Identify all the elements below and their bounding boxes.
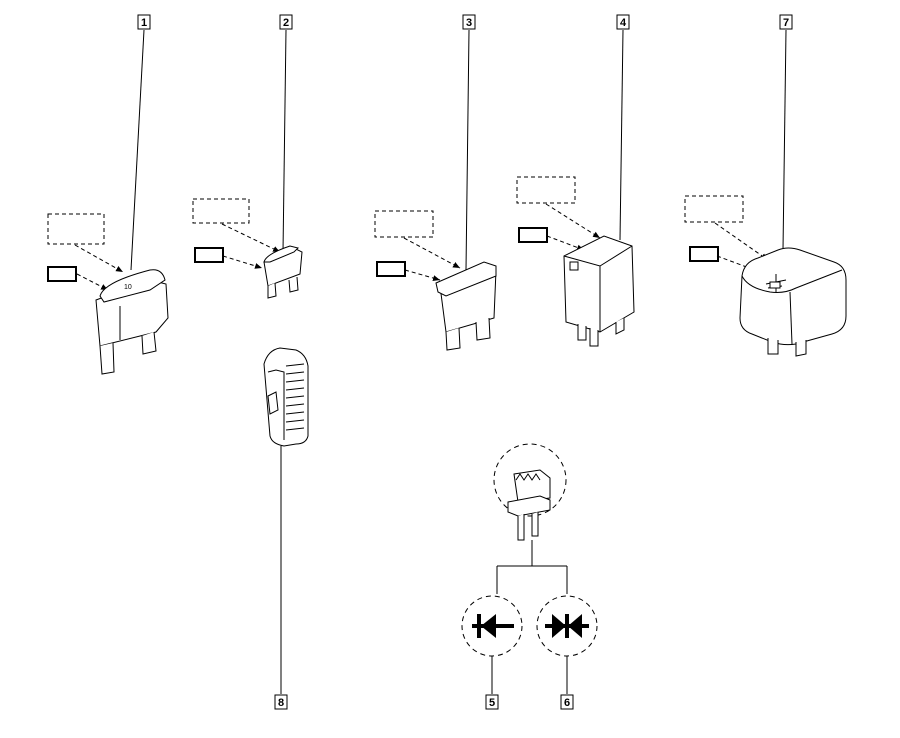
callout-4: 4 (616, 14, 630, 241)
label-placeholder-dashed (47, 213, 105, 245)
label-placeholder-solid (376, 261, 406, 277)
callout-number: 7 (783, 17, 789, 29)
callout-6: 6 (560, 656, 574, 710)
relay-part-4 (516, 176, 635, 347)
callout-number: 6 (564, 697, 570, 709)
callout-5: 5 (485, 656, 499, 710)
callout-number: 1 (141, 17, 147, 29)
diode-symbol-6 (536, 595, 598, 657)
fuse-puller-part-8 (263, 347, 309, 447)
callout-2: 2 (279, 14, 293, 253)
label-placeholder-solid (47, 266, 77, 282)
label-placeholder-dashed (192, 198, 250, 224)
detail-circle (493, 443, 567, 517)
diode-module (493, 443, 568, 594)
fuse-part-1: 10 (47, 213, 169, 375)
relay-part-7 (684, 195, 847, 357)
diode-symbol-5 (461, 595, 523, 657)
label-placeholder-solid (689, 246, 719, 262)
fuse-part-3 (374, 210, 497, 351)
callout-number: 3 (466, 17, 472, 29)
callout-number: 4 (620, 17, 627, 29)
fuse-marking: 10 (124, 284, 132, 291)
callout-number: 5 (489, 697, 495, 709)
label-placeholder-solid (518, 227, 548, 243)
callout-number: 2 (283, 17, 289, 29)
label-placeholder-dashed (516, 176, 576, 204)
callout-number: 8 (278, 697, 284, 709)
callout-7: 7 (779, 14, 793, 251)
callout-3: 3 (462, 14, 476, 271)
fuse-part-2 (192, 198, 303, 299)
label-placeholder-dashed (374, 210, 434, 238)
label-placeholder-solid (194, 247, 224, 263)
callout-8: 8 (274, 446, 288, 710)
label-placeholder-dashed (684, 195, 744, 223)
callout-1: 1 (130, 14, 151, 271)
